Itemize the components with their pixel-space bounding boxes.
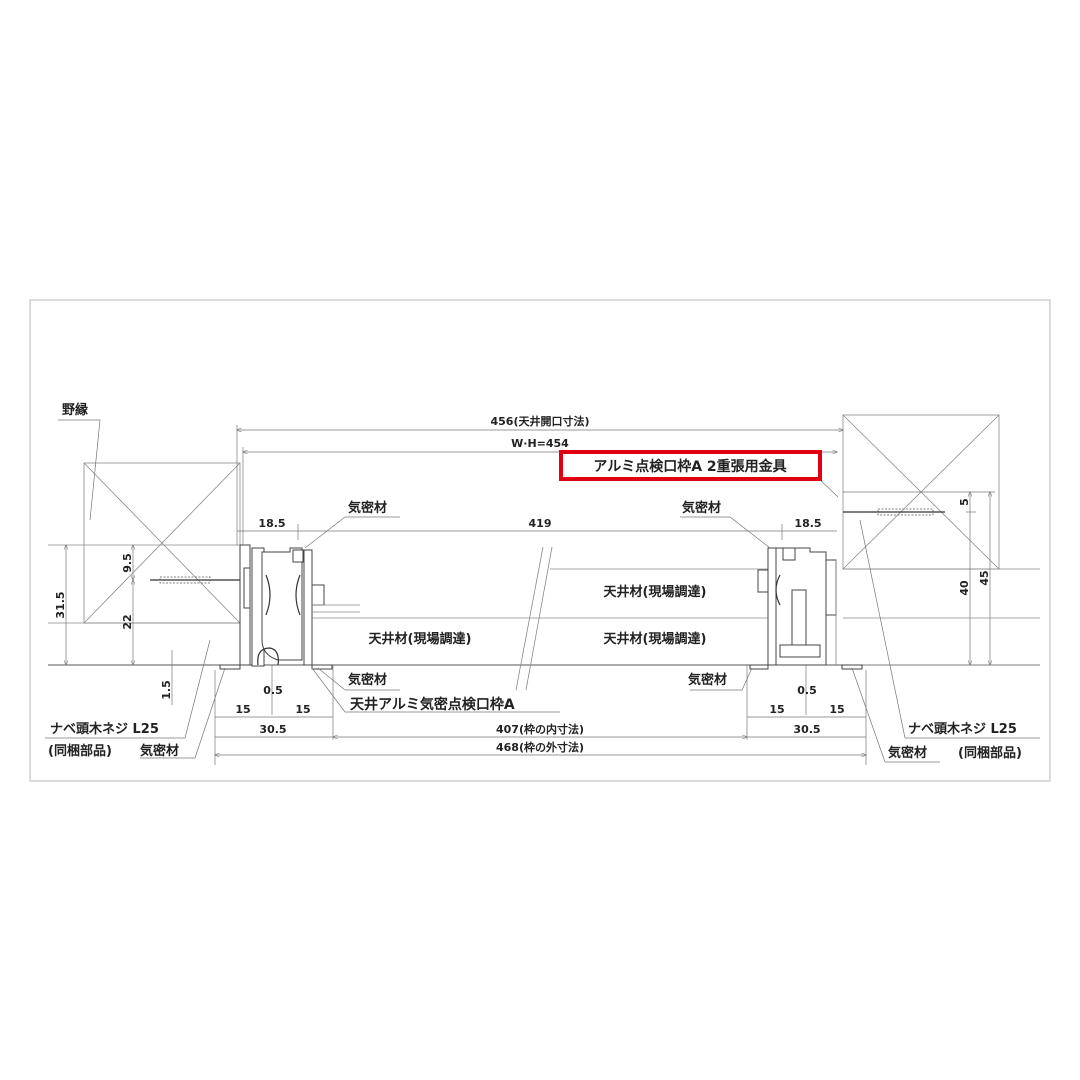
dimension-lines	[66, 425, 995, 765]
dim-left-15a: 15	[235, 703, 250, 716]
dim-5: 5	[958, 498, 971, 506]
dim-opening: 456(天井開口寸法)	[490, 414, 589, 428]
dim-31-5: 31.5	[54, 591, 67, 618]
dim-45: 45	[978, 570, 991, 585]
leader-lines	[45, 419, 1040, 763]
highlight-box	[559, 450, 822, 481]
dim-left-0-5: 0.5	[263, 684, 283, 697]
screw-right	[843, 508, 945, 516]
dim-right-0-5: 0.5	[797, 684, 817, 697]
dim-right-30-5: 30.5	[793, 723, 820, 736]
label-ceiling-top-right: 天井材(現場調達)	[604, 584, 707, 600]
gaskets-bottom	[219, 664, 863, 670]
label-screw-left: ナベ頭木ネジ L25	[50, 721, 159, 737]
label-double-layer-bracket: アルミ点検口枠A 2重張用金具	[593, 458, 786, 475]
dim-1-5: 1.5	[160, 680, 173, 700]
label-product-name: 天井アルミ気密点検口枠A	[350, 696, 515, 713]
dim-right-15b: 15	[829, 703, 844, 716]
label-gasket-top-right: 気密材	[682, 500, 721, 516]
drawing-frame	[29, 299, 1051, 782]
label-gasket-bottom-left: 気密材	[348, 672, 387, 688]
dim-outer: 468(枠の外寸法)	[496, 740, 584, 754]
dim-left-15b: 15	[295, 703, 310, 716]
frame-profile-left	[239, 544, 360, 667]
label-gasket-bottom-right: 気密材	[688, 672, 727, 688]
dim-40: 40	[958, 580, 971, 596]
dim-right-15a: 15	[769, 703, 784, 716]
screw-left	[150, 576, 240, 584]
label-screw-left-note: (同梱部品)	[48, 743, 112, 759]
dim-22: 22	[121, 614, 134, 629]
dim-center-419: 419	[529, 517, 552, 530]
dim-wh: W·H=454	[511, 437, 569, 450]
dim-9-5: 9.5	[121, 553, 134, 573]
label-gasket-left-bottom: 気密材	[140, 743, 179, 759]
label-gasket-top-left: 気密材	[348, 500, 387, 516]
label-ceiling-right: 天井材(現場調達)	[604, 631, 707, 647]
label-screw-right-note: (同梱部品)	[958, 745, 1022, 761]
label-noen: 野縁	[62, 402, 88, 418]
dim-right-18-5: 18.5	[794, 517, 821, 530]
ceiling-lines	[48, 544, 1040, 691]
dim-left-18-5: 18.5	[258, 517, 285, 530]
dim-left-30-5: 30.5	[259, 723, 286, 736]
label-gasket-right-bottom: 気密材	[888, 745, 927, 761]
label-screw-right: ナベ頭木ネジ L25	[908, 721, 1017, 737]
frame-profile-right	[757, 547, 837, 666]
label-ceiling-left: 天井材(現場調達)	[369, 631, 472, 647]
dim-inner: 407(枠の内寸法)	[496, 722, 584, 736]
